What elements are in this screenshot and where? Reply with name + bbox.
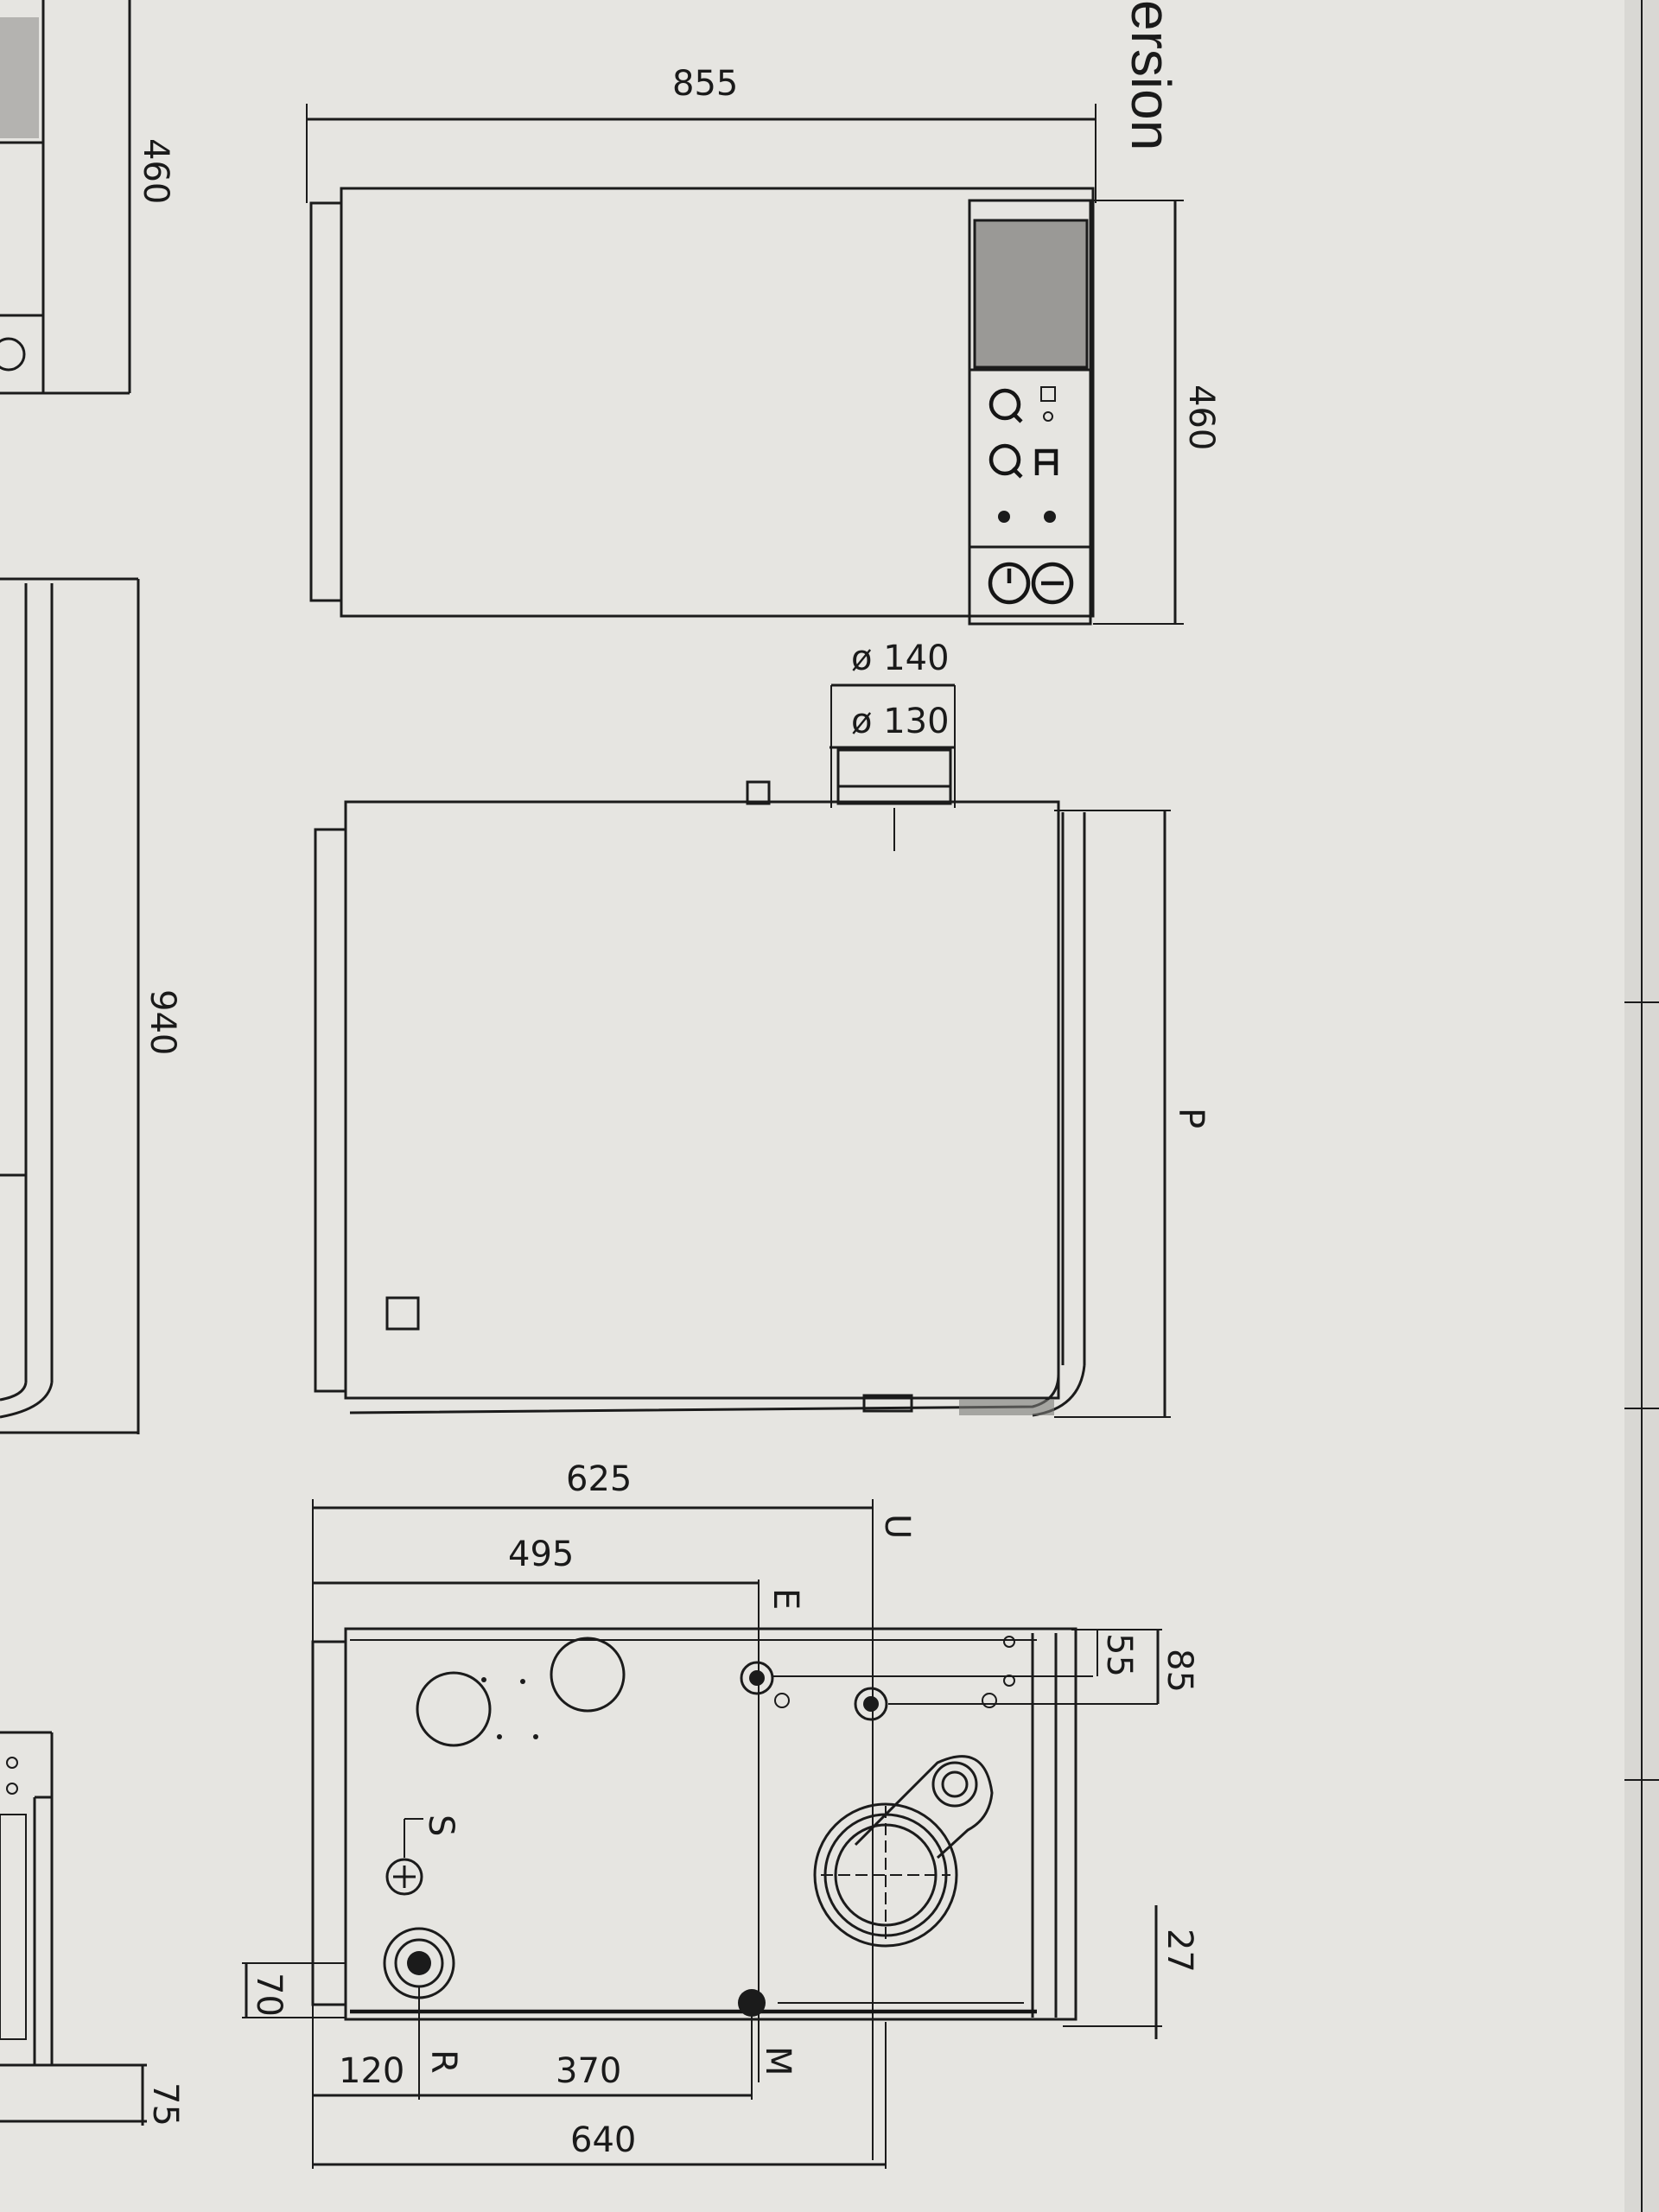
dim-640: 640 [570,2120,636,2160]
conn-label-M: M [758,2046,798,2076]
left-dim-460: 460 [136,138,175,204]
dim-495: 495 [508,1535,574,1574]
flue-inner-diameter: ø 130 [851,702,950,741]
top-view: 855 460 [306,64,1221,626]
top-view-width-855: 855 [672,64,738,104]
conn-label-R: R [423,2050,463,2074]
dim-27: 27 [1160,1929,1199,1973]
dim-370: 370 [556,2051,621,2091]
dim-70: 70 [249,1973,289,2017]
dim-120: 120 [339,2051,404,2091]
flue-outer-diameter: ø 140 [851,639,950,678]
conn-label-S: S [421,1815,461,1836]
dim-55: 55 [1099,1633,1139,1677]
panel-symbols [988,386,1074,605]
conn-label-U: U [877,1514,917,1539]
header-title: ersion [1120,0,1182,150]
conn-label-E: E [766,1588,805,1610]
left-partial-views: 460 940 75 [0,0,185,2126]
dim-85: 85 [1160,1649,1199,1693]
dim-625: 625 [566,1459,632,1499]
front-view: ø 140 ø 130 P [314,639,1211,1418]
back-view: 625 U 495 E [242,1459,1199,2169]
left-dim-75: 75 [145,2082,185,2126]
top-view-height-460: 460 [1181,385,1221,450]
left-dim-940: 940 [143,989,182,1055]
depth-label-P: P [1171,1108,1211,1128]
